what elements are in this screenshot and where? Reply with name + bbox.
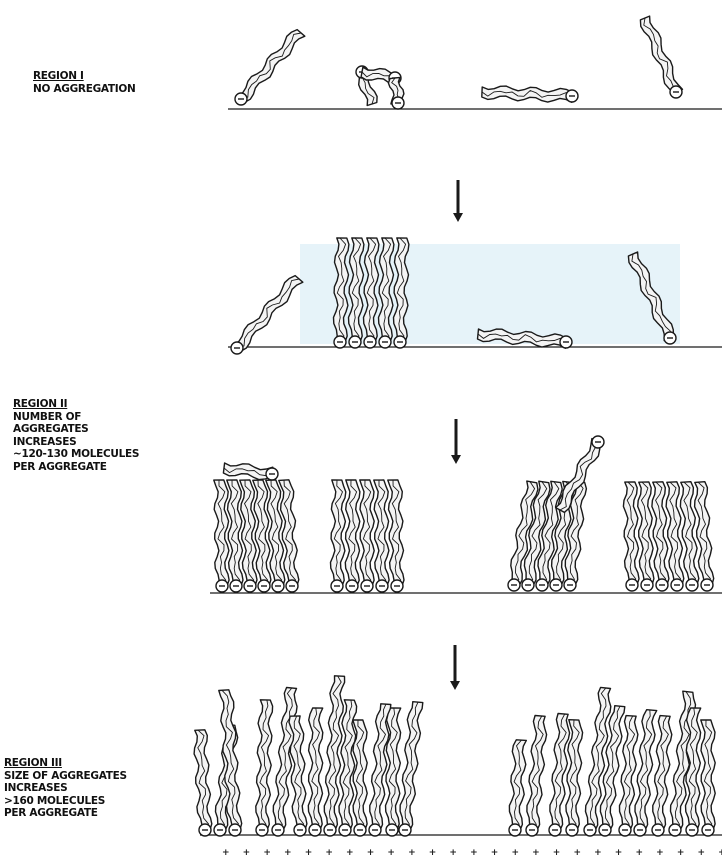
molecule-tail [374,480,389,586]
molecule-tail [623,482,639,585]
molecule-tail [386,708,401,830]
surfactant-molecule [227,480,243,592]
surfactant-molecule [235,30,305,105]
surfactant-molecule [388,480,404,592]
molecule-tail [509,740,526,831]
surfactant-molecule [308,708,323,836]
surface-charges: + + + + + + + + + + + + + + + + + + + + … [222,848,722,858]
surfactant-molecule [638,482,654,591]
molecule-tail [308,708,323,830]
surfactant-molecule [231,276,303,354]
surfactant-molecule [509,740,526,836]
molecule-tail [214,480,229,586]
molecule-tail [223,463,272,480]
molecule-tail [237,30,305,103]
surfactant-molecule [194,730,212,836]
surfactant-molecule [331,480,346,592]
surfactant-molecule [256,700,273,836]
surfactant-molecule [526,716,547,837]
surfactant-molecule [623,482,639,591]
molecule-tail [331,480,346,586]
surfactant-molecule [640,16,682,98]
molecule-tail [360,480,374,586]
surfactant-molecule [345,480,360,592]
molecule-tail [482,86,572,102]
molecule-tail [345,480,360,586]
surfactant-molecule [482,86,578,102]
surfactant-molecule [634,710,657,836]
molecule-tail [400,702,423,831]
arrow-head [450,681,460,690]
molecule-tail [640,16,682,93]
surfactant-molecule [701,720,715,836]
surfactant-molecule [223,463,278,480]
surfactant-molecule [652,482,669,591]
surfactant-molecule [388,77,404,109]
surfactant-molecule [399,702,423,836]
surfactant-molecule [374,480,389,592]
arrow-head [451,455,461,464]
molecule-tail [701,720,715,830]
molecule-tail [233,276,303,352]
surfactant-molecule [386,708,401,836]
arrow-head [453,213,463,222]
surfactant-molecule [360,480,374,592]
molecule-tail [695,482,714,586]
surfactant-molecule [214,480,229,592]
surfactant-molecule [549,714,570,837]
